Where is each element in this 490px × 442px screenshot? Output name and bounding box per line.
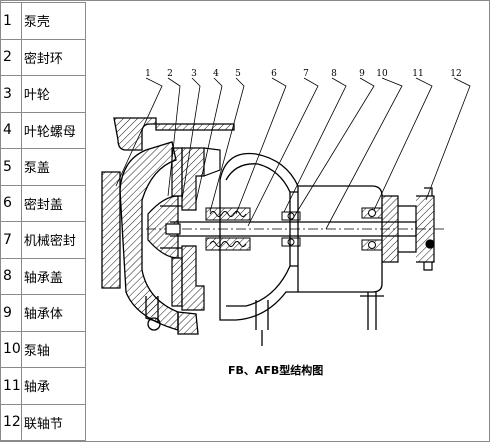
callout-leaders <box>115 77 471 230</box>
bearings <box>281 207 383 251</box>
callout-number: 3 <box>191 69 197 79</box>
part-number: 8 <box>0 257 22 295</box>
callout-number: 1 <box>145 69 151 79</box>
part-number: 3 <box>0 75 22 113</box>
part-name: 泵轴 <box>20 330 87 368</box>
part-name: 轴承体 <box>20 294 87 332</box>
part-number: 6 <box>0 184 22 222</box>
callout-number: 6 <box>271 69 277 79</box>
part-name: 联轴节 <box>20 403 87 441</box>
pump-casing <box>101 117 235 335</box>
part-number: 2 <box>0 38 22 76</box>
callout-number: 4 <box>213 69 219 79</box>
part-name: 叶轮螺母 <box>20 111 87 149</box>
callout-number: 5 <box>235 69 241 79</box>
part-number: 9 <box>0 294 22 332</box>
impeller <box>147 147 183 307</box>
part-name: 泵壳 <box>20 2 87 40</box>
part-number: 1 <box>0 2 22 40</box>
callout-number: 10 <box>376 69 388 79</box>
callout-number: 9 <box>359 69 365 79</box>
part-number: 11 <box>0 367 22 405</box>
bearing-cover <box>382 195 399 263</box>
part-number: 12 <box>0 403 22 441</box>
part-name: 泵盖 <box>20 148 87 186</box>
part-name: 轴承盖 <box>20 257 87 295</box>
coupling <box>398 187 435 271</box>
part-name: 机械密封 <box>20 221 87 259</box>
callout-number: 12 <box>450 69 461 79</box>
pump-shaft <box>146 221 446 237</box>
callout-number: 7 <box>303 69 309 79</box>
part-name: 叶轮 <box>20 75 87 113</box>
part-name: 轴承 <box>20 367 87 405</box>
callout-number: 11 <box>412 69 423 79</box>
diagram-caption: FB、AFB型结构图 <box>228 363 323 377</box>
part-name: 密封盖 <box>20 184 87 222</box>
part-name: 密封环 <box>20 38 87 76</box>
part-number: 5 <box>0 148 22 186</box>
mechanical-seal <box>205 207 251 251</box>
part-number: 7 <box>0 221 22 259</box>
callout-number: 2 <box>167 69 173 79</box>
part-number: 10 <box>0 330 22 368</box>
bearing-bracket <box>219 152 384 346</box>
part-number: 4 <box>0 111 22 149</box>
callout-number: 8 <box>331 69 337 79</box>
